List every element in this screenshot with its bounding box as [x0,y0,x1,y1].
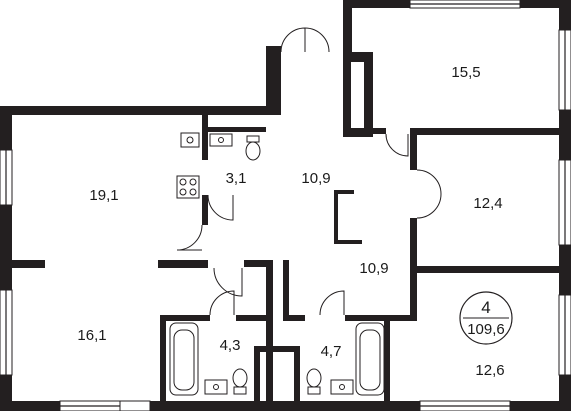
room-area-label: 12,6 [475,362,504,379]
room-area-label: 3,1 [226,170,247,187]
doors [176,27,442,316]
apartment-badge: 4 109,6 [459,291,513,345]
inner-walls [12,52,559,401]
entrance-door [280,27,306,53]
toilet-icon-bath-1 [232,368,248,388]
fixtures [169,132,385,396]
door-room-16-1 [213,267,243,297]
room-area-label: 4,3 [220,337,241,354]
room-area-label: 15,5 [451,64,480,81]
room-labels: 15,5 19,1 3,1 10,9 12,4 10,9 16,1 4,3 4,… [77,64,504,379]
toilet-icon [246,135,260,143]
door-room-15-5 [385,133,409,157]
room-area-label: 12,4 [473,195,502,212]
sink-icon-bath-1 [204,379,228,395]
room-area-label: 4,7 [321,343,342,360]
total-area: 109,6 [467,321,505,338]
door-room-12-4 [416,169,442,195]
sink-icon-bath-2 [330,379,354,395]
door-room-4-7 [319,290,345,316]
door-room-3-1 [207,194,234,221]
stove-icon [176,175,200,199]
room-area-label: 16,1 [77,327,106,344]
sink-icon [209,133,233,147]
kitchen-sink-icon [180,132,200,148]
room-area-label: 10,9 [359,260,388,277]
door-room-19-1 [176,224,203,251]
room-area-label: 10,9 [301,170,330,187]
room-area-label: 19,1 [89,187,118,204]
window-bottom-mid [119,400,151,411]
door-room-4-3 [209,290,235,316]
rooms-count: 4 [481,298,490,317]
toilet-icon-bath-2 [306,368,322,388]
